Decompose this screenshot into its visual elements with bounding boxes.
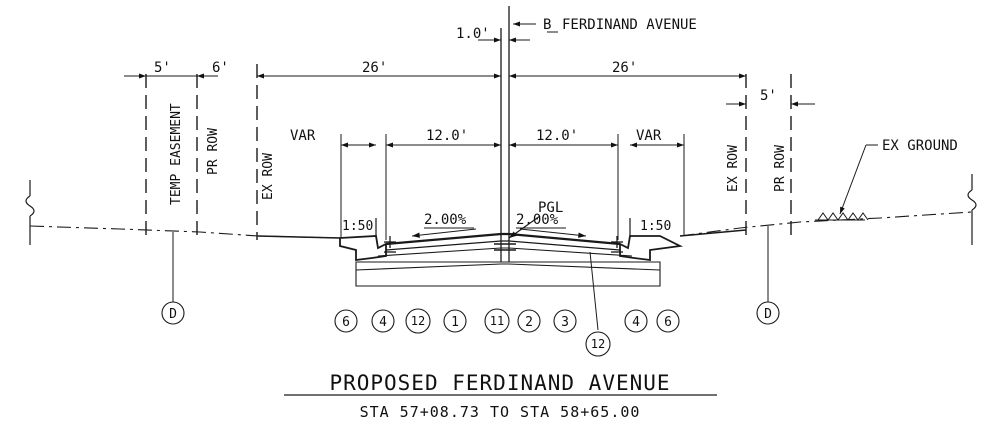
side-slope-left-label: 1:50: [342, 219, 373, 234]
dim-pr-row-left-label: 6': [212, 60, 229, 76]
dim-temp-easement-label: 5': [154, 60, 171, 76]
dim-pr-row-right-label: 5': [760, 88, 777, 104]
svg-text:12: 12: [411, 314, 425, 328]
callout-12-left: 12: [405, 308, 431, 334]
sidewalk-left: [257, 235, 341, 239]
callout-d-left: D: [161, 301, 185, 325]
cross-slope-arrow-right: [519, 228, 587, 238]
ex-ground-leader: [839, 144, 867, 215]
side-slope-right-label: 1:50: [640, 219, 671, 234]
callout-1: 1: [443, 309, 467, 333]
row-lines: [145, 64, 792, 240]
pavement-surface: [385, 232, 621, 246]
svg-text:D: D: [764, 307, 772, 322]
svg-text:11: 11: [490, 314, 504, 328]
cross-slope-right-label: 2.00%: [516, 212, 559, 228]
break-line-right: [967, 174, 977, 245]
cross-slope-arrow-left: [411, 228, 477, 238]
callout-12-right: 12: [585, 331, 611, 357]
callout-4-right: 4: [624, 309, 648, 333]
callout-3: 3: [553, 309, 577, 333]
callout-4-left: 4: [371, 309, 395, 333]
callout-6-left: 6: [334, 309, 358, 333]
svg-text:3: 3: [561, 315, 569, 330]
break-line-left: [25, 180, 35, 245]
curb-left: [339, 235, 387, 262]
dim-half-width-left-label: 26': [362, 60, 387, 76]
svg-text:2: 2: [525, 315, 533, 330]
pr-row-left-label: PR ROW: [206, 128, 221, 175]
svg-text:1: 1: [451, 315, 459, 330]
pgl-label: PGL: [538, 200, 563, 216]
svg-text:6: 6: [664, 315, 672, 330]
ex-row-left-label: EX ROW: [261, 153, 276, 200]
svg-text:D: D: [169, 307, 177, 322]
dim-sidewalk-right-label: VAR: [636, 128, 662, 144]
ex-ground-hatch: [815, 212, 869, 221]
svg-text:6: 6: [342, 315, 350, 330]
callout-11: 11: [484, 308, 510, 334]
svg-text:12: 12: [591, 337, 605, 351]
svg-text:4: 4: [379, 315, 387, 330]
callout-leaders: [172, 226, 769, 331]
pgl-marker: [494, 243, 516, 251]
pr-row-right-label: PR ROW: [773, 145, 788, 192]
dim-lane-right-label: 12.0': [536, 128, 578, 144]
existing-ground-line-right: [679, 211, 973, 237]
base-course: [377, 247, 633, 257]
dim-half-width-right-label: 26': [612, 60, 637, 76]
callout-2: 2: [517, 309, 541, 333]
dim-sidewalk-left-label: VAR: [290, 128, 316, 144]
dim-extension-lines: [340, 134, 685, 240]
drawing-subtitle: STA 57+08.73 TO STA 58+65.00: [360, 403, 641, 421]
offset-label: 1.0': [456, 26, 490, 42]
dim-lane-left-label: 12.0': [426, 128, 468, 144]
callout-d-right: D: [756, 301, 780, 325]
centerline-label: FERDINAND AVENUE: [562, 17, 697, 33]
svg-text:4: 4: [632, 315, 640, 330]
sidewalk-right: [679, 229, 747, 237]
edge-markers: [384, 236, 623, 253]
ex-ground-label: EX GROUND: [882, 138, 958, 154]
drawing-title: PROPOSED FERDINAND AVENUE: [329, 371, 670, 395]
temp-easement-label: TEMP EASEMENT: [169, 103, 184, 205]
curb-right: [619, 235, 684, 262]
pgl-leader: [508, 215, 541, 239]
subbase-top: [355, 263, 661, 271]
centerline-symbol: B: [543, 17, 551, 33]
pavement-bottom: [385, 240, 621, 251]
ex-row-right-label: EX ROW: [726, 145, 741, 192]
callout-6-right: 6: [656, 309, 680, 333]
subbase-layer: [355, 261, 661, 287]
cross-slope-left-label: 2.00%: [424, 212, 467, 228]
